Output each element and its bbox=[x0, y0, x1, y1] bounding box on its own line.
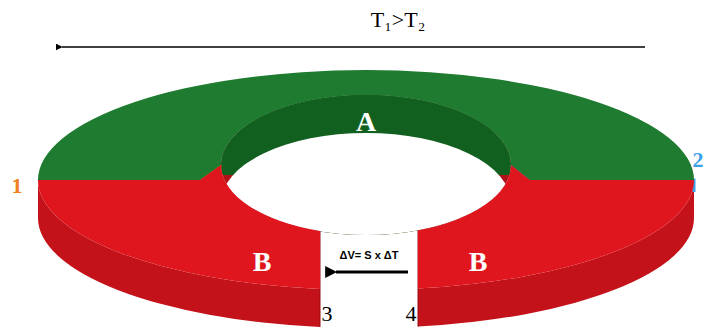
conductor-b-band: B bbox=[413, 160, 703, 295]
band-shape bbox=[418, 165, 694, 289]
band-outline bbox=[30, 160, 325, 295]
junction-number: 1 bbox=[12, 175, 23, 197]
voltage-formula: ΔV= S x ΔT bbox=[340, 250, 399, 261]
conductor-a-band: A bbox=[30, 60, 702, 190]
band-shape bbox=[38, 70, 694, 180]
gradient-arrow bbox=[62, 46, 645, 48]
conductor-letter: B bbox=[469, 248, 488, 276]
terminal-number: 4 bbox=[406, 303, 417, 325]
conductor-letter: A bbox=[356, 108, 376, 136]
junction-2 bbox=[511, 165, 694, 192]
temperature-condition: T₁>T₂ bbox=[371, 9, 426, 31]
band-shape bbox=[38, 165, 320, 289]
conductor-letter: B bbox=[253, 248, 272, 276]
junction-1 bbox=[38, 165, 221, 180]
conductor-b-band: B bbox=[30, 160, 325, 295]
junction-number: 2 bbox=[693, 149, 704, 171]
band-outline bbox=[413, 160, 703, 295]
terminal-number: 3 bbox=[322, 303, 333, 325]
voltage-arrow bbox=[336, 271, 408, 274]
